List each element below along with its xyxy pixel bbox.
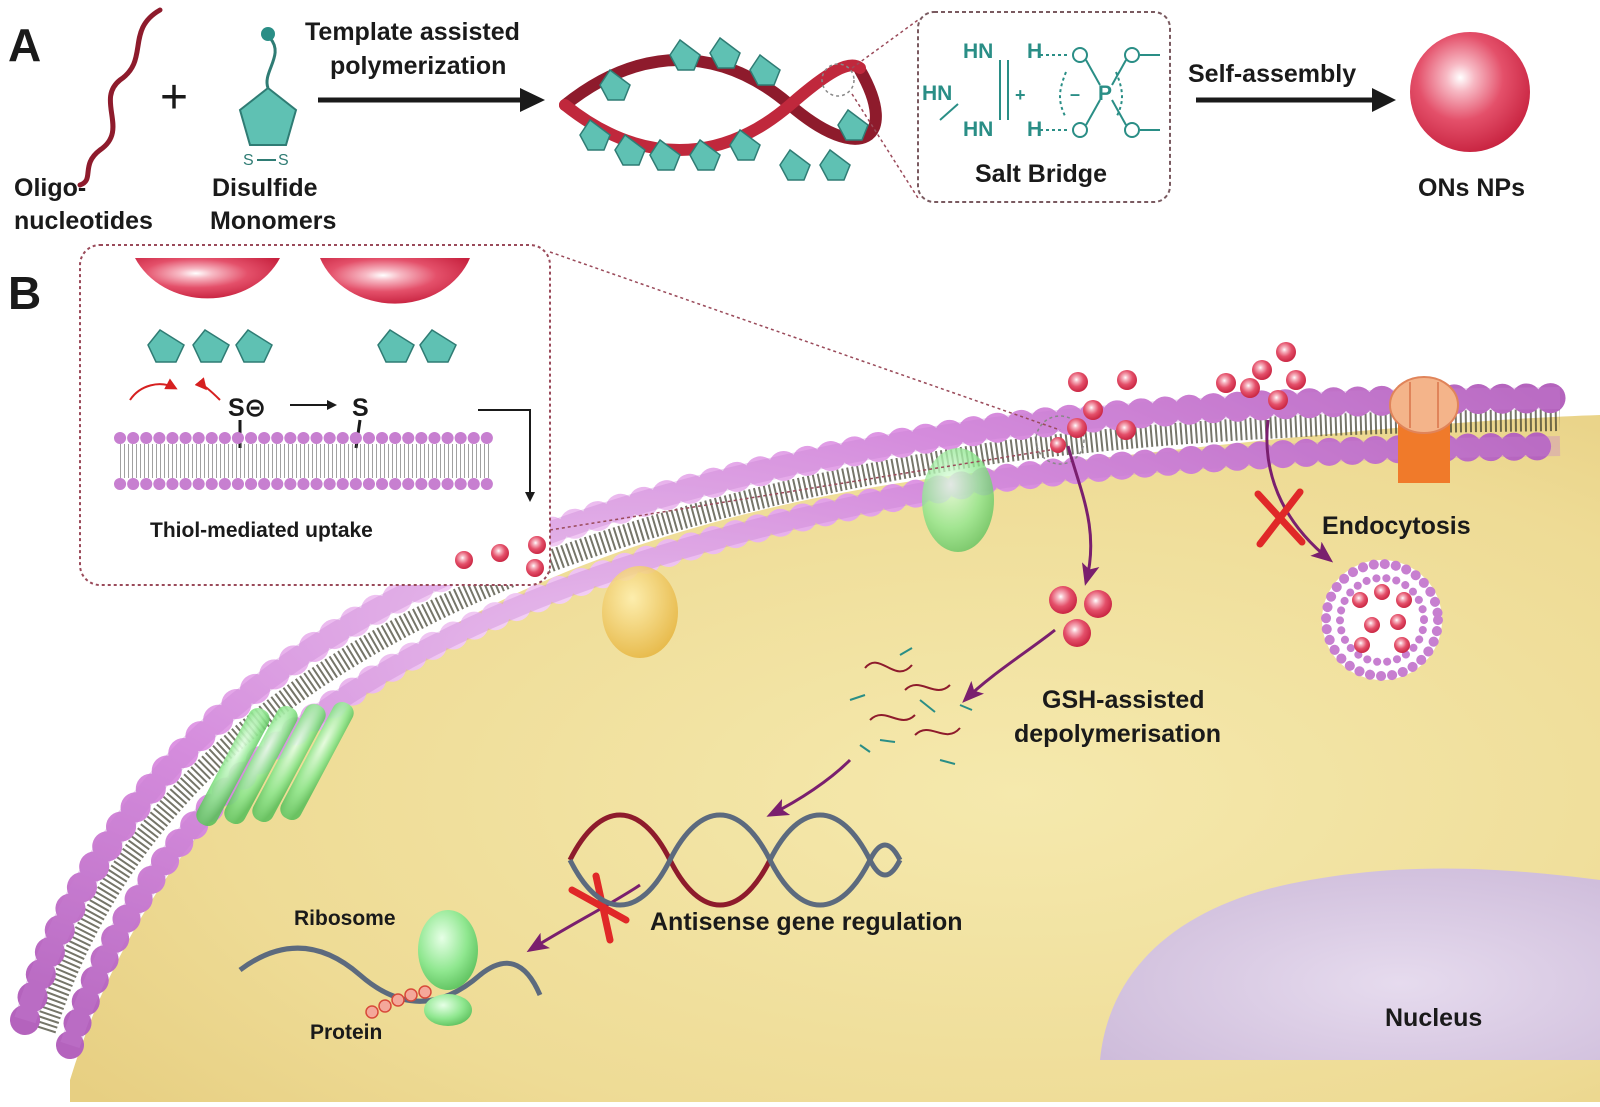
endocytosis-label: Endocytosis [1322,512,1471,540]
sulfur-label: S [352,394,369,422]
internalized-nps [1049,586,1112,647]
ribosome-label: Ribosome [294,907,396,930]
panel-b-letter: B [8,267,42,319]
chem-h-bottom: H [1027,118,1043,141]
template-helix [559,36,882,181]
yellow-membrane-protein [602,566,678,658]
inset-nanoparticle-right [320,258,470,304]
membrane-tails [34,409,1561,1034]
membrane-outer-leaflet [10,383,1575,1035]
inset-bilayer [114,432,496,490]
green-transmembrane-protein [196,701,354,827]
salt-bridge-label: Salt Bridge [975,160,1107,188]
inset-released-nps [455,536,546,577]
monomer-label-line1: Disulfide [212,174,318,202]
thiol-uptake-label: Thiol-mediated uptake [150,519,373,542]
chem-minus: – [1070,84,1081,104]
antisense-label: Antisense gene regulation [650,908,963,936]
ons-nanoparticle [1410,32,1530,152]
antisense-block-mark [568,872,630,944]
ons-nps-label: ONs NPs [1418,174,1525,202]
self-assembly-label: Self-assembly [1188,60,1357,88]
gsh-label-line1: GSH-assisted [1042,686,1205,714]
disulfide-monomer: S S [238,27,298,169]
ribosome [418,910,478,990]
oligonucleotide-strand [77,7,163,188]
oligo-label-line1: Oligo- [14,174,87,202]
chem-hn-left: HN [922,82,953,105]
depolymerised-fragments [849,647,973,765]
chem-phosphorus: P [1098,82,1113,105]
panel-b [10,244,1600,1102]
salt-bridge-box [917,11,1171,203]
chem-plus: + [1015,85,1026,105]
inset-nanoparticle-left [135,258,280,299]
nucleus-label: Nucleus [1385,1004,1483,1032]
chem-hn-top: HN [963,40,994,63]
svg-text:S: S [243,152,254,169]
nucleus-region [1100,868,1600,1060]
oligo-label-line2: nucleotides [14,207,153,235]
protein-label: Protein [310,1021,383,1044]
panel-a: S S [77,7,1530,203]
polymerization-label-line1: Template assisted [305,18,520,46]
chem-h-top: H [1027,40,1043,63]
pathway-arrows [526,419,1334,953]
chem-hn-bottom: HN [963,118,994,141]
monomer-label-line2: Monomers [210,207,337,235]
antisense-duplex [567,812,903,908]
protein-chain [365,985,432,1019]
inset-monomers [147,329,457,363]
green-membrane-protein [922,448,994,552]
panel-a-letter: A [8,19,42,71]
endocytosis-block-mark [1254,488,1306,548]
endosome [1321,559,1443,681]
polymerization-label-line2: polymerization [330,52,507,80]
extracellular-nps [1050,342,1306,453]
thiolate-label: S⊝ [228,394,266,422]
svg-text:S: S [278,152,289,169]
gsh-label-line2: depolymerisation [1014,720,1221,748]
orange-channel-protein [1389,376,1459,483]
salt-bridge-bonds [939,47,1160,138]
plus-sign: + [160,71,189,124]
